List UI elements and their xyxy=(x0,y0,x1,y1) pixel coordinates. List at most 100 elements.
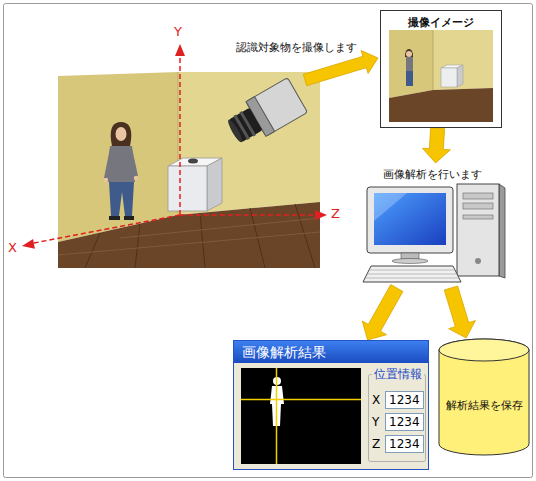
white-box xyxy=(168,158,222,211)
computer-illustration xyxy=(463,215,493,219)
computer-illustration xyxy=(374,193,407,221)
person-figure xyxy=(104,148,113,179)
coordinate-value: 1234 xyxy=(385,413,424,431)
group-heading: 位置情報 xyxy=(372,366,424,383)
computer-illustration xyxy=(367,187,453,253)
analysis-viewport xyxy=(241,399,361,401)
process-caption: 画像解析を行います xyxy=(383,167,482,182)
room-scene xyxy=(58,232,320,255)
axis-name: X xyxy=(372,393,385,407)
captured-thumbnail xyxy=(433,30,434,90)
white-box xyxy=(168,166,207,211)
axis-lines xyxy=(34,52,316,243)
flow-arrow xyxy=(422,128,450,163)
computer-illustration xyxy=(401,253,419,259)
axis-label: Z xyxy=(331,206,340,221)
flow-arrow xyxy=(444,286,475,338)
result-window: 画像解析結果位置情報X1234Y1234Z1234 xyxy=(233,340,429,470)
axis-name: Z xyxy=(372,437,385,451)
computer-node: 画像解析を行います xyxy=(352,163,512,288)
captured-thumbnail xyxy=(457,65,463,87)
image-preview-box: 撮像イメージ xyxy=(380,10,502,128)
action-note: 認識対象物を撮像します xyxy=(236,40,357,55)
analysis-viewport xyxy=(241,368,361,464)
person-figure xyxy=(109,182,134,216)
cylinder-shape xyxy=(439,339,529,455)
computer-illustration xyxy=(369,270,455,271)
person-figure xyxy=(134,176,138,180)
white-box xyxy=(207,158,222,211)
computer-illustration xyxy=(499,184,505,278)
axis-lines xyxy=(22,44,327,249)
person-figure xyxy=(104,122,138,220)
room-scene xyxy=(200,213,205,268)
computer-illustration xyxy=(374,193,446,245)
axis-name: Y xyxy=(372,415,385,429)
room-scene xyxy=(120,218,320,238)
computer-illustration xyxy=(357,181,507,286)
axis-label: Y xyxy=(174,24,182,39)
axis-label: X xyxy=(8,240,17,255)
computer-illustration xyxy=(475,258,481,264)
position-groupbox xyxy=(369,375,426,462)
room-scene xyxy=(58,72,178,242)
outer-frame xyxy=(4,4,533,478)
analysis-viewport xyxy=(276,368,278,464)
cylinder-shape xyxy=(439,339,529,361)
flow-arrow xyxy=(362,285,403,340)
room-scene xyxy=(85,233,100,268)
axis-lines xyxy=(180,214,316,216)
coordinate-field: X1234 xyxy=(372,391,427,409)
captured-thumbnail xyxy=(433,30,493,90)
room-scene xyxy=(295,204,315,268)
room-scene xyxy=(58,218,320,255)
captured-thumbnail xyxy=(389,88,493,122)
computer-illustration xyxy=(363,266,461,282)
captured-thumbnail xyxy=(406,71,413,86)
computer-illustration xyxy=(392,259,428,264)
axis-lines xyxy=(315,210,327,220)
room-scene xyxy=(58,202,320,268)
captured-thumbnail xyxy=(389,30,433,98)
room-scene xyxy=(135,224,140,268)
coordinate-field: Y1234 xyxy=(372,413,427,431)
camera xyxy=(223,78,308,150)
storage-caption: 解析結果を保存 xyxy=(446,398,523,413)
window-title: 画像解析結果 xyxy=(234,341,428,363)
computer-illustration xyxy=(365,278,459,279)
computer-illustration xyxy=(463,193,493,199)
captured-thumbnail xyxy=(406,57,413,71)
person-figure xyxy=(109,216,120,220)
coordinate-field: Z1234 xyxy=(372,435,427,453)
axis-lines xyxy=(22,239,35,249)
captured-thumbnail xyxy=(406,51,412,57)
captured-thumbnail xyxy=(441,68,457,87)
computer-illustration xyxy=(367,274,457,275)
storage-cylinder: 解析結果を保存 xyxy=(438,338,530,456)
box-heading: 撮像イメージ xyxy=(408,15,474,30)
capture-arrow xyxy=(303,51,378,86)
room-scene xyxy=(85,204,315,268)
axis-lines xyxy=(179,52,181,215)
computer-illustration xyxy=(463,203,493,209)
person-figure xyxy=(124,216,134,220)
person-figure xyxy=(130,148,138,178)
person-figure xyxy=(116,127,127,141)
person-figure xyxy=(104,178,108,182)
computer-illustration xyxy=(457,184,499,276)
room-scene xyxy=(58,72,320,268)
cylinder-shape xyxy=(438,338,530,456)
coordinate-value: 1234 xyxy=(385,391,424,409)
white-box xyxy=(188,159,198,164)
coordinate-value: 1234 xyxy=(385,435,424,453)
axis-lines xyxy=(34,215,180,243)
camera xyxy=(226,118,244,144)
axis-lines xyxy=(175,44,185,56)
captured-thumbnail xyxy=(405,49,413,57)
computer-illustration xyxy=(365,270,459,278)
camera xyxy=(239,111,256,137)
analysis-viewport xyxy=(241,368,361,464)
captured-thumbnail xyxy=(389,30,493,122)
